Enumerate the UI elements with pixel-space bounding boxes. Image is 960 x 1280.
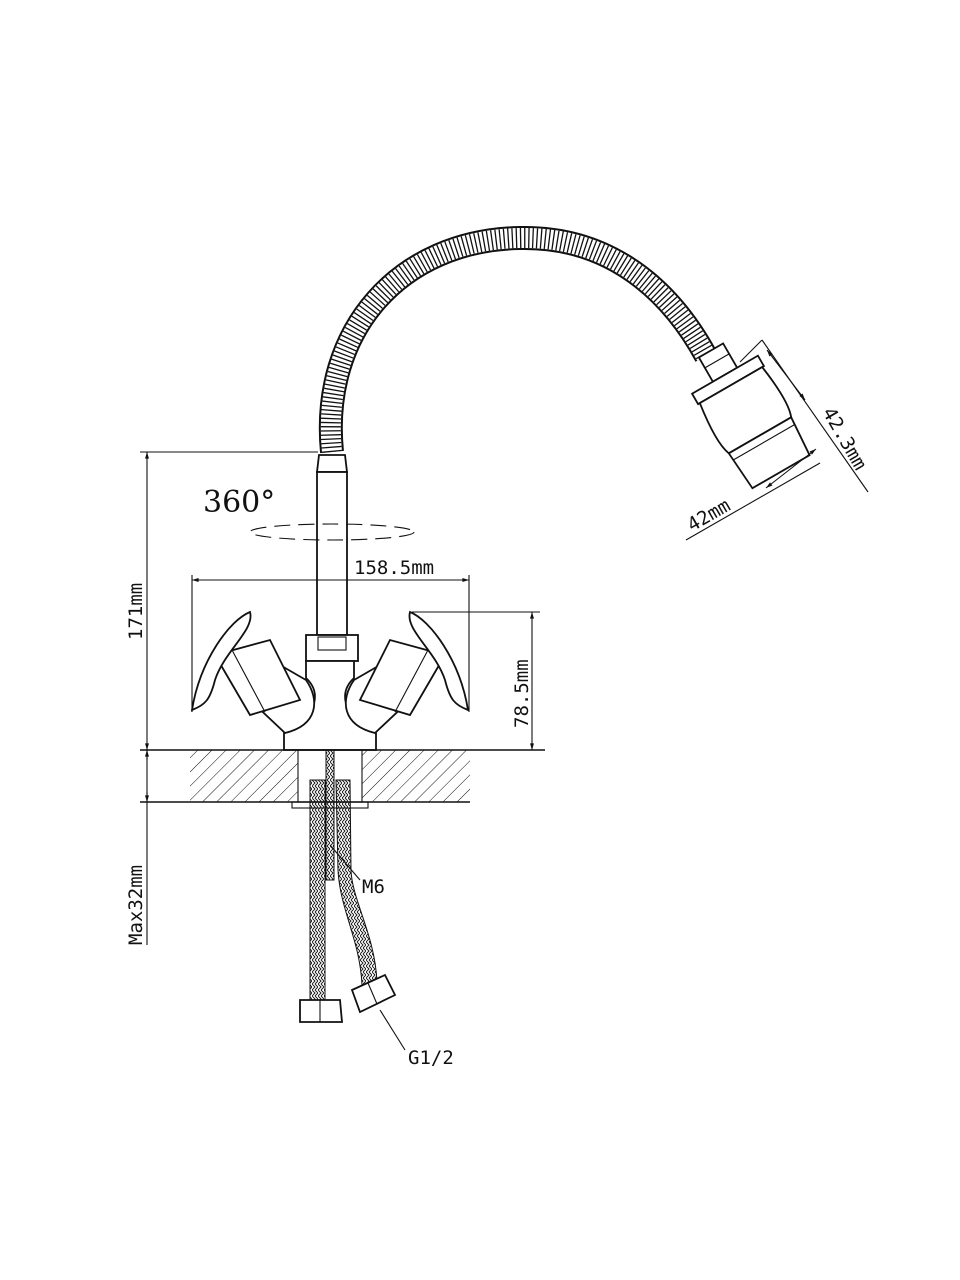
countertop (140, 749, 545, 809)
svg-text:42.3mm: 42.3mm (818, 404, 871, 474)
svg-text:78.5mm: 78.5mm (511, 659, 533, 728)
hex-nut-right (350, 973, 397, 1014)
supply-hoses (299, 749, 397, 1023)
width-dimension: 158.5mm (191, 557, 470, 712)
connection-callout: G1/2 (379, 1009, 454, 1069)
rotation-ellipse (249, 523, 415, 541)
svg-text:171mm: 171mm (125, 583, 147, 640)
svg-text:158.5mm: 158.5mm (354, 557, 434, 579)
svg-text:G1/2: G1/2 (408, 1047, 454, 1069)
hex-nut-left (299, 999, 343, 1023)
svg-text:M6: M6 (362, 876, 385, 898)
stud-callout: M6 (329, 844, 385, 898)
left-handle (190, 610, 316, 734)
counter-dimension: Max32mm (125, 749, 149, 945)
rotation-label: 360° (203, 485, 275, 520)
right-handle (344, 610, 470, 734)
handle-height-dimension: 78.5mm (412, 611, 540, 751)
svg-text:Max32mm: Max32mm (125, 865, 147, 945)
svg-text:42mm: 42mm (684, 494, 735, 536)
spout-pipe (305, 454, 359, 662)
flexible-hose (318, 225, 717, 454)
height-dimension: 171mm (125, 451, 318, 751)
